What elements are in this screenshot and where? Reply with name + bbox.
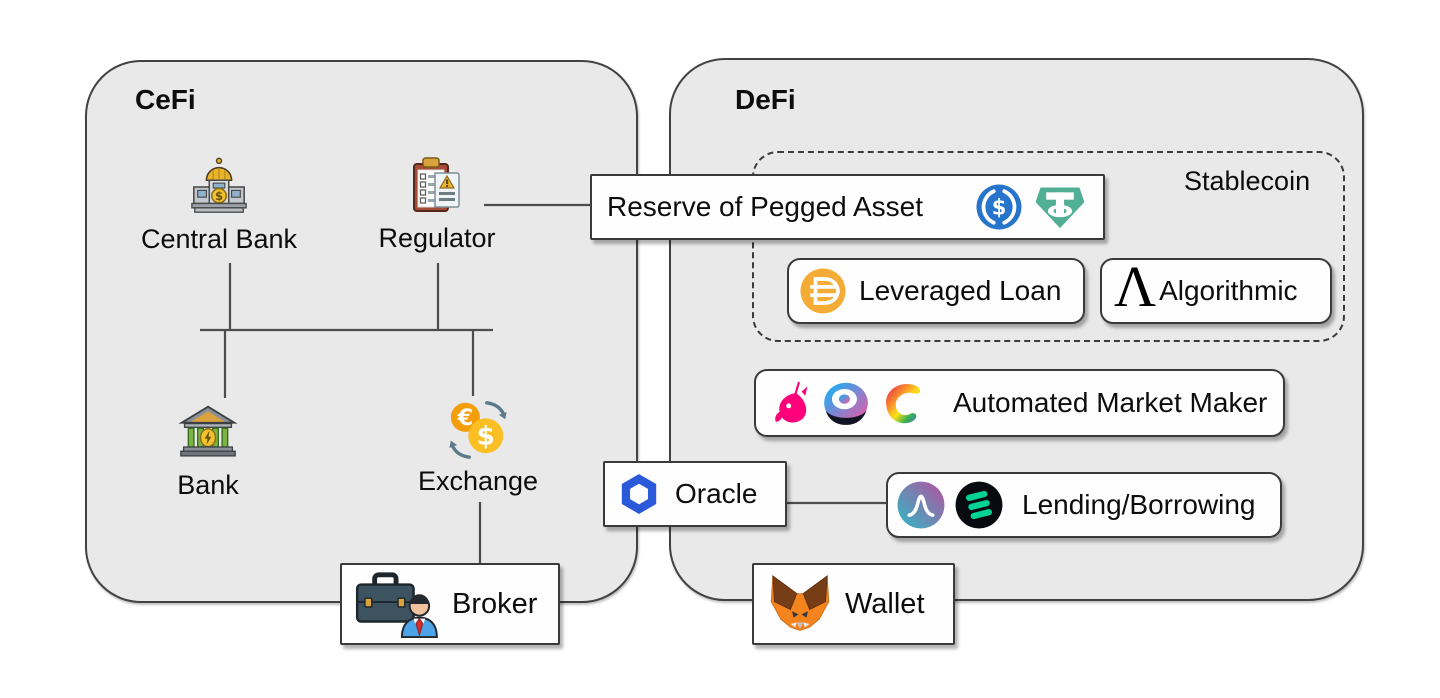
wallet-label: Wallet (845, 587, 925, 620)
central-bank-node: $ Central Bank (129, 156, 309, 255)
broker-label: Broker (452, 587, 538, 620)
aave-icon (896, 480, 946, 530)
bank-building-icon (178, 402, 238, 462)
regulator-clipboard-icon (405, 155, 469, 219)
svg-text:$: $ (477, 422, 495, 452)
lambda-symbol-icon: Λ (1114, 254, 1157, 319)
broker-box: Broker (340, 563, 560, 645)
regulator-node: Regulator (347, 155, 527, 254)
currency-exchange-icon: € $ (443, 396, 513, 462)
reserve-of-pegged-asset-box: Reserve of Pegged Asset $ (590, 174, 1105, 240)
sushiswap-icon (821, 378, 871, 428)
exchange-label: Exchange (417, 466, 539, 496)
dai-coin-icon (799, 267, 847, 315)
regulator-label: Regulator (378, 223, 496, 253)
algorithmic-label: Algorithmic (1159, 275, 1298, 306)
oracle-label: Oracle (675, 478, 758, 509)
cefi-panel-title: CeFi (135, 84, 196, 115)
lending-borrowing-label: Lending/Borrowing (1022, 489, 1256, 520)
lending-borrowing-box: Lending/Borrowing (886, 472, 1282, 538)
metamask-fox-icon (768, 574, 832, 634)
central-bank-building-icon: $ (188, 156, 250, 218)
svg-text:$: $ (992, 196, 1007, 220)
bank-label: Bank (177, 470, 239, 500)
tether-coin-icon (1033, 181, 1087, 233)
leveraged-loan-box: Leveraged Loan (787, 258, 1085, 324)
curve-icon (876, 378, 928, 428)
compound-icon (954, 480, 1004, 530)
leveraged-loan-label: Leveraged Loan (859, 275, 1062, 306)
broker-briefcase-icon (352, 569, 444, 639)
stablecoin-group (752, 151, 1345, 342)
chainlink-icon (617, 472, 661, 516)
cefi-panel (85, 60, 638, 603)
wallet-box: Wallet (752, 563, 955, 645)
automated-market-maker-box: Automated Market Maker (754, 369, 1285, 437)
algorithmic-box: Λ Algorithmic (1100, 258, 1332, 324)
svg-text:€: € (457, 405, 474, 431)
central-bank-label: Central Bank (140, 224, 298, 254)
oracle-box: Oracle (603, 461, 787, 527)
exchange-node: € $ Exchange (388, 396, 568, 497)
reserve-box-icons: $ (975, 181, 1087, 233)
stablecoin-group-title: Stablecoin (1184, 166, 1311, 196)
usdc-coin-icon: $ (975, 183, 1023, 231)
uniswap-icon (770, 378, 816, 428)
bank-node: Bank (118, 402, 298, 501)
amm-label: Automated Market Maker (953, 387, 1268, 418)
svg-text:$: $ (215, 189, 223, 203)
defi-panel-title: DeFi (735, 84, 796, 115)
reserve-box-label: Reserve of Pegged Asset (607, 191, 923, 222)
